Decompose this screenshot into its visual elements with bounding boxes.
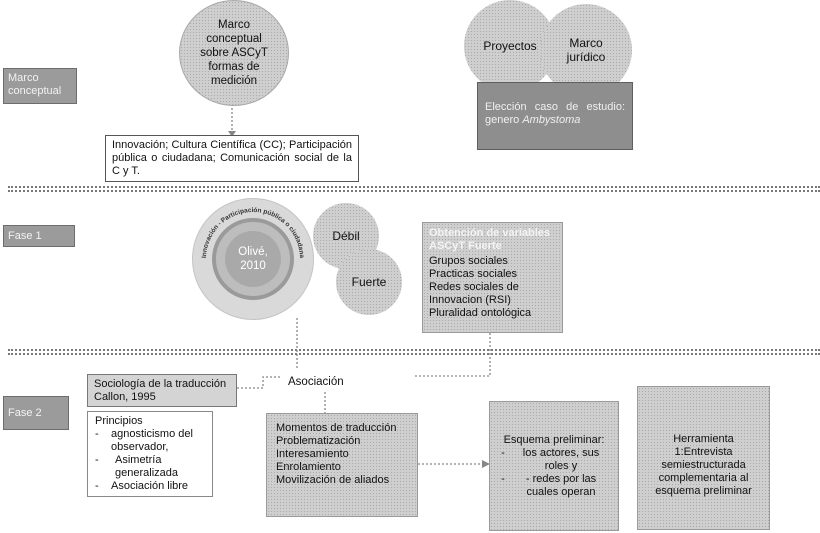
section-label-marco-conceptual: Marco conceptual [3, 68, 77, 104]
variable-item-0: Grupos sociales [429, 255, 508, 267]
separator-middle [8, 349, 820, 355]
circle-proyectos-text: Proyectos [483, 39, 537, 53]
principios-box: Principios - agnosticismo del observador… [87, 411, 213, 497]
esquema-item-0: los actores, sus roles y [522, 447, 600, 472]
variables-box: Obtención de variables ASCyT Fuerte Grup… [422, 222, 563, 333]
principio-item-0: agnosticismo del observador, [111, 428, 193, 453]
momento-item-2: Interesamiento [276, 448, 349, 460]
sociologia-box: Sociología de la traducción Callon, 1995 [87, 374, 237, 407]
section-label-fase1: Fase 1 [3, 225, 75, 247]
separator-top [8, 186, 820, 192]
circle-debil-text: Débil [332, 229, 360, 243]
circle-marco-conceptual-text: Marco conceptual sobre ASCyT formas de m… [200, 19, 268, 87]
variable-item-1: Practicas sociales [429, 268, 518, 280]
variable-item-2: Redes sociales de Innovacion (RSI) [429, 281, 519, 306]
esquema-dash-0: - [501, 447, 505, 459]
momento-item-1: Problematización [276, 435, 361, 447]
concepts-box: Innovación; Cultura Científica (CC); Par… [105, 135, 359, 182]
eleccion-caso-genus: Ambystoma [522, 114, 581, 126]
circle-olive-text: Olivé, 2010 [238, 246, 268, 272]
circle-fuerte: Fuerte [336, 249, 402, 315]
principio-dash-1: - [95, 454, 99, 466]
circle-marco-juridico: Marco jurídico [540, 4, 632, 96]
principio-row-1: - Asimetría generalizada [95, 454, 205, 480]
circle-fuerte-text: Fuerte [351, 275, 387, 289]
variable-item-3: Pluralidad ontológica [429, 307, 532, 319]
esquema-box: Esquema preliminar: - los actores, sus r… [489, 401, 619, 531]
variables-title: Obtención de variables ASCyT Fuerte [429, 227, 551, 252]
circle-marco-conceptual: Marco conceptual sobre ASCyT formas de m… [179, 0, 289, 106]
eleccion-caso-box: Elección caso de estudio: genero Ambysto… [477, 82, 633, 150]
concepts-text: Innovación; Cultura Científica (CC); Par… [112, 139, 352, 177]
asociacion-label: Asociación [285, 376, 347, 388]
eleccion-caso-text: Elección caso de estudio: genero [485, 101, 625, 126]
momento-item-4: Movilización de aliados [276, 474, 390, 486]
sociologia-text: Sociología de la traducción Callon, 1995 [94, 378, 227, 403]
circle-proyectos: Proyectos [464, 0, 556, 92]
herramienta-text: Herramienta 1:Entrevista semiestructurad… [655, 433, 752, 497]
momentos-box: Momentos de traducción Problematización … [266, 413, 418, 517]
principio-item-1: Asimetría generalizada [115, 454, 178, 479]
principio-row-0: - agnosticismo del observador, [95, 428, 205, 454]
circle-marco-juridico-text: Marco jurídico [566, 36, 606, 64]
circle-olive: Olivé, 2010 [225, 231, 281, 287]
esquema-title: Esquema preliminar: [503, 434, 605, 446]
esquema-row-0: - los actores, sus roles y [496, 447, 612, 473]
esquema-item-1: - redes por las cuales operan [525, 473, 597, 498]
principio-item-2: Asociación libre [111, 480, 189, 492]
herramienta-box: Herramienta 1:Entrevista semiestructurad… [637, 386, 770, 530]
principio-dash-0: - [95, 428, 99, 440]
esquema-dash-1: - [501, 473, 505, 485]
principio-row-2: - Asociación libre [95, 480, 205, 493]
momento-item-0: Momentos de traducción [276, 422, 397, 434]
principio-dash-2: - [95, 480, 99, 492]
esquema-row-1: - - redes por las cuales operan [496, 473, 612, 499]
momento-item-3: Enrolamiento [276, 461, 341, 473]
section-label-fase2: Fase 2 [3, 396, 69, 430]
principios-title: Principios [95, 415, 143, 427]
